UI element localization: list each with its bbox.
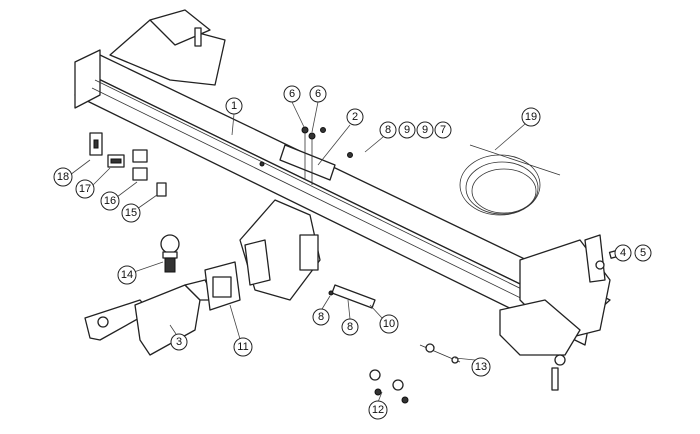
svg-text:8: 8 <box>318 311 324 323</box>
svg-text:7: 7 <box>440 124 446 136</box>
callout-16: 16 <box>100 191 120 211</box>
svg-text:9: 9 <box>404 124 410 136</box>
callout-2: 2 <box>346 108 364 126</box>
svg-text:11: 11 <box>237 341 248 353</box>
callout-1: 1 <box>225 97 243 115</box>
callout-13: 13 <box>471 357 491 377</box>
svg-text:19: 19 <box>525 111 537 123</box>
svg-text:1: 1 <box>231 100 237 112</box>
part-11-receiver-cover <box>204 261 241 311</box>
svg-text:9: 9 <box>422 124 428 136</box>
callout-9a: 9 <box>398 121 416 139</box>
leader-lines <box>69 101 629 403</box>
svg-text:3: 3 <box>176 336 182 348</box>
svg-text:17: 17 <box>79 183 91 195</box>
callout-19: 19 <box>521 107 541 127</box>
part-2-plate <box>259 126 353 185</box>
svg-text:4: 4 <box>620 247 626 259</box>
svg-text:12: 12 <box>372 404 384 416</box>
part-1-crossbar <box>74 9 630 391</box>
callout-9b: 9 <box>416 121 434 139</box>
callout-8a: 8 <box>379 121 397 139</box>
callout-10: 10 <box>379 314 399 334</box>
callout-12: 12 <box>368 400 388 420</box>
callout-6b: 6 <box>309 85 327 103</box>
svg-text:8: 8 <box>347 321 353 333</box>
svg-text:10: 10 <box>383 318 395 330</box>
callout-6a: 6 <box>283 85 301 103</box>
callout-15: 15 <box>121 203 141 223</box>
parts-15-18-labels <box>89 132 167 197</box>
callout-8c: 8 <box>341 318 359 336</box>
part-13-pin-clip <box>419 343 461 364</box>
callout-11: 11 <box>233 337 253 357</box>
svg-text:14: 14 <box>121 269 133 281</box>
callout-7: 7 <box>434 121 452 139</box>
callout-18: 18 <box>53 167 73 187</box>
svg-text:5: 5 <box>640 247 646 259</box>
callout-8b: 8 <box>312 308 330 326</box>
part-14-tow-ball <box>160 234 180 273</box>
part-3-ball-mount <box>84 279 216 356</box>
svg-text:15: 15 <box>125 207 137 219</box>
svg-text:13: 13 <box>475 361 487 373</box>
callout-14: 14 <box>117 265 137 285</box>
callout-17: 17 <box>75 179 95 199</box>
svg-text:16: 16 <box>104 195 116 207</box>
part-12-shackles <box>369 369 409 404</box>
part-10-plate <box>328 284 376 309</box>
callout-3: 3 <box>170 333 188 351</box>
svg-text:18: 18 <box>57 171 69 183</box>
callout-5: 5 <box>634 244 652 262</box>
svg-text:8: 8 <box>385 124 391 136</box>
svg-text:6: 6 <box>289 88 295 100</box>
svg-text:6: 6 <box>315 88 321 100</box>
part-19-wiring-loom <box>459 144 561 216</box>
callout-4: 4 <box>614 244 632 262</box>
svg-text:2: 2 <box>352 111 358 123</box>
